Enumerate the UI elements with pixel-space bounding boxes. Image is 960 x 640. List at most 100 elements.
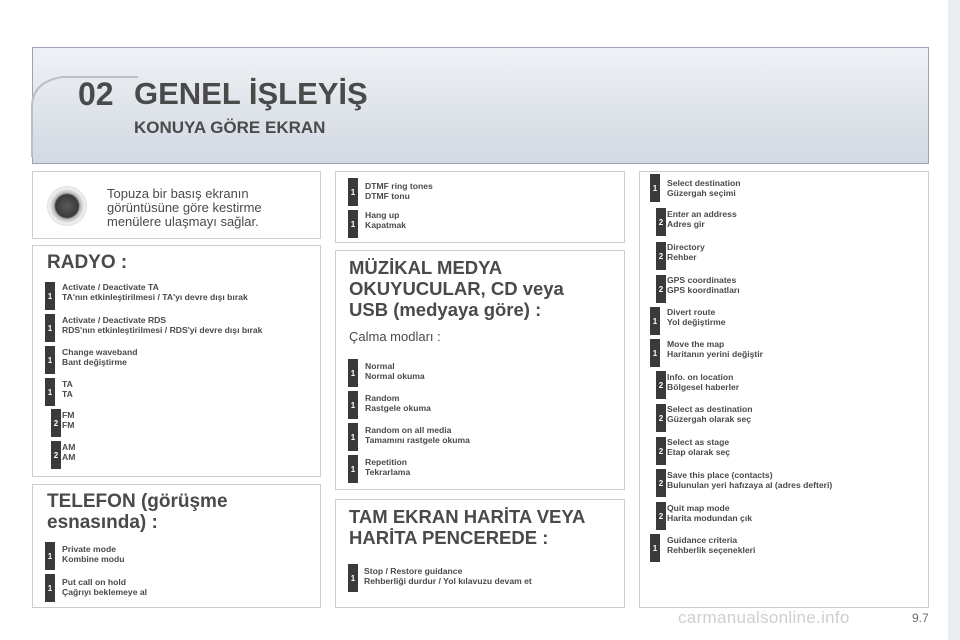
list-item[interactable]: 1 Hang up Kapatmak	[336, 210, 624, 240]
level-badge: 2	[656, 469, 666, 497]
map-title-line: TAM EKRAN HARİTA VEYA	[349, 506, 586, 527]
list-item[interactable]: 1 Activate / Deactivate RDS RDS'nın etki…	[33, 314, 320, 344]
intro-line: görüntüsüne göre kestirme	[107, 200, 262, 215]
level-badge: 2	[656, 437, 666, 465]
level-badge: 1	[348, 455, 358, 483]
item-label-tr: AM	[62, 452, 76, 462]
list-item[interactable]: 1 Normal Normal okuma	[336, 359, 624, 389]
list-item[interactable]: 1 Random Rastgele okuma	[336, 391, 624, 421]
item-label-tr: DTMF tonu	[365, 191, 410, 201]
list-item[interactable]: 2 FM FM	[33, 409, 320, 439]
item-label-en: Repetition	[365, 457, 408, 467]
page-number: 9.7	[912, 611, 929, 625]
item-label-tr: Bölgesel haberler	[667, 382, 740, 392]
chapter-tab-shape	[31, 76, 138, 157]
item-label-en: Quit map mode	[667, 503, 730, 513]
media-title-line: USB (medyaya göre) :	[349, 299, 542, 320]
item-label-en: Activate / Deactivate TA	[62, 282, 159, 292]
item-label-en: Select destination	[667, 178, 741, 188]
level-badge: 1	[348, 564, 358, 592]
level-badge: 2	[51, 441, 61, 469]
item-label-en: Info. on location	[667, 372, 734, 382]
list-item[interactable]: 1 Random on all media Tamamını rastgele …	[336, 423, 624, 453]
list-item[interactable]: 2 Info. on location Bölgesel haberler	[640, 371, 928, 401]
intro-text: Topuza bir basış ekranın görüntüsüne gör…	[107, 187, 262, 229]
level-badge: 2	[51, 409, 61, 437]
level-badge: 1	[45, 574, 55, 602]
media-title: MÜZİKAL MEDYA OKUYUCULAR, CD veya USB (m…	[349, 257, 564, 320]
phone-title: TELEFON (görüşme esnasında) :	[47, 491, 228, 534]
play-modes-label: Çalma modları :	[349, 329, 441, 344]
level-badge: 1	[650, 339, 660, 367]
list-item[interactable]: 2 Save this place (contacts) Bulunulan y…	[640, 469, 928, 499]
level-badge: 1	[650, 534, 660, 562]
radio-title: RADYO :	[47, 252, 128, 273]
list-item[interactable]: 1 Private mode Kombine modu	[33, 542, 320, 572]
item-label-en: Change waveband	[62, 347, 138, 357]
phone-title-line: esnasında) :	[47, 512, 158, 534]
media-panel: MÜZİKAL MEDYA OKUYUCULAR, CD veya USB (m…	[335, 250, 625, 490]
level-badge: 2	[656, 371, 666, 399]
list-item[interactable]: 1 Stop / Restore guidance Rehberliği dur…	[336, 564, 624, 594]
item-label-en: Divert route	[667, 307, 716, 317]
dtmf-panel: 1 DTMF ring tones DTMF tonu 1 Hang up Ka…	[335, 171, 625, 243]
list-item[interactable]: 2 GPS coordinates GPS koordinatları	[640, 275, 928, 305]
list-item[interactable]: 1 Select destination Güzergah seçimi	[640, 174, 928, 204]
item-label-tr: Bant değiştirme	[62, 357, 127, 367]
intro-panel: Topuza bir basış ekranın görüntüsüne gör…	[32, 171, 321, 239]
item-label-en: Random on all media	[365, 425, 452, 435]
knob-icon	[47, 186, 87, 226]
chapter-subtitle: KONUYA GÖRE EKRAN	[134, 118, 326, 137]
list-item[interactable]: 1 Divert route Yol değiştirme	[640, 307, 928, 337]
item-label-tr: Güzergah olarak seç	[667, 414, 752, 424]
level-badge: 1	[45, 282, 55, 310]
item-label-tr: Haritanın yerini değiştir	[667, 349, 763, 359]
list-item[interactable]: 1 Activate / Deactivate TA TA'nın etkinl…	[33, 282, 320, 312]
radio-panel: RADYO : 1 Activate / Deactivate TA TA'nı…	[32, 245, 321, 477]
level-badge: 2	[656, 275, 666, 303]
list-item[interactable]: 1 Put call on hold Çağrıyı beklemeye al	[33, 574, 320, 604]
item-label-en: Guidance criteria	[667, 535, 738, 545]
list-item[interactable]: 1 Move the map Haritanın yerini değiştir	[640, 339, 928, 369]
list-item[interactable]: 1 Change waveband Bant değiştirme	[33, 346, 320, 376]
item-label-en: Hang up	[365, 210, 400, 220]
map-title-line: HARİTA PENCEREDE :	[349, 527, 549, 548]
list-item[interactable]: 1 TA TA	[33, 378, 320, 408]
intro-line: menülere ulaşmayı sağlar.	[107, 214, 259, 229]
item-label-tr: Kapatmak	[365, 220, 407, 230]
item-label-en: GPS coordinates	[667, 275, 737, 285]
level-badge: 1	[45, 542, 55, 570]
list-item[interactable]: 2 Select as stage Etap olarak seç	[640, 437, 928, 467]
item-label-tr: Kombine modu	[62, 554, 125, 564]
intro-line: Topuza bir basış ekranın	[107, 186, 249, 201]
item-label-tr: TA'nın etkinleştirilmesi / TA'yı devre d…	[62, 292, 248, 302]
item-label-en: AM	[62, 442, 76, 452]
level-badge: 2	[656, 404, 666, 432]
item-label-en: FM	[62, 410, 75, 420]
item-label-en: Stop / Restore guidance	[364, 566, 463, 576]
list-item[interactable]: 1 DTMF ring tones DTMF tonu	[336, 178, 624, 208]
list-item[interactable]: 2 Enter an address Adres gir	[640, 208, 928, 238]
list-item[interactable]: 2 Quit map mode Harita modundan çık	[640, 502, 928, 532]
item-label-en: TA	[62, 379, 73, 389]
item-label-tr: Adres gir	[667, 219, 705, 229]
media-title-line: OKUYUCULAR, CD veya	[349, 278, 564, 299]
item-label-en: Put call on hold	[62, 577, 126, 587]
item-label-en: Select as stage	[667, 437, 730, 447]
list-item[interactable]: 2 Directory Rehber	[640, 242, 928, 272]
list-item[interactable]: 2 AM AM	[33, 441, 320, 471]
level-badge: 2	[656, 242, 666, 270]
item-label-tr: TA	[62, 389, 73, 399]
media-title-line: MÜZİKAL MEDYA	[349, 257, 503, 278]
item-label-en: Move the map	[667, 339, 725, 349]
phone-panel: TELEFON (görüşme esnasında) : 1 Private …	[32, 484, 321, 608]
level-badge: 2	[656, 502, 666, 530]
level-badge: 1	[650, 174, 660, 202]
page-edge	[948, 0, 960, 640]
list-item[interactable]: 1 Repetition Tekrarlama	[336, 455, 624, 485]
item-label-tr: Bulunulan yeri hafızaya al (adres defter…	[667, 480, 833, 490]
item-label-en: Activate / Deactivate RDS	[62, 315, 167, 325]
list-item[interactable]: 1 Guidance criteria Rehberlik seçenekler…	[640, 534, 928, 564]
list-item[interactable]: 2 Select as destination Güzergah olarak …	[640, 404, 928, 434]
item-label-tr: Tekrarlama	[365, 467, 411, 477]
